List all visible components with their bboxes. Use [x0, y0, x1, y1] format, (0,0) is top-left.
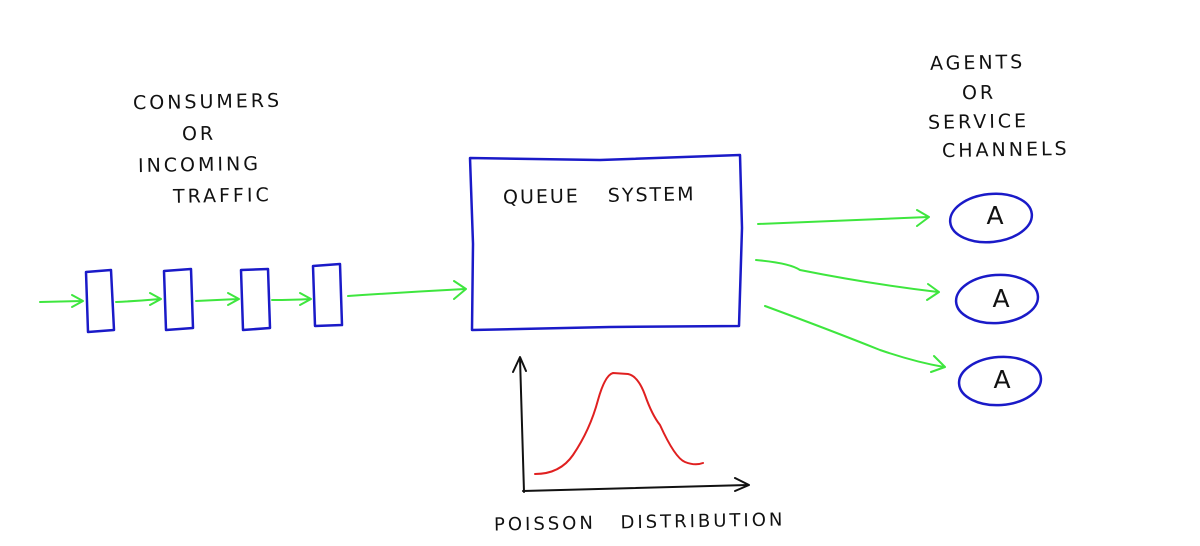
agent-1-letter: A: [986, 201, 1004, 230]
outgoing-arrow-1: [757, 209, 930, 227]
agents-label-line-1: AGENTS: [929, 51, 1026, 75]
incoming-arrow-3: [195, 292, 240, 306]
agent-2-letter: A: [992, 284, 1010, 313]
agent-3-letter: A: [993, 365, 1011, 394]
distribution-x-axis: [522, 477, 750, 492]
incoming-item-1: [84, 268, 116, 334]
agents: [948, 192, 1043, 407]
agents-label-line-2: OR: [961, 81, 997, 105]
agent-2-circle: [954, 273, 1040, 325]
outgoing-arrows: [755, 209, 946, 373]
consumers-label-line-3: INCOMING: [137, 152, 262, 178]
incoming-arrow-2: [115, 292, 162, 306]
queue-system-box: [468, 153, 744, 332]
queue-entry-arrow: [347, 280, 467, 300]
incoming-arrow-1: [39, 294, 84, 308]
poisson-distribution-sketch: [512, 356, 750, 493]
incoming-item-3: [239, 267, 272, 332]
incoming-item-2: [162, 267, 195, 332]
outgoing-arrow-2: [755, 259, 940, 301]
consumers-label-line-2: OR: [181, 122, 217, 146]
outgoing-arrow-3: [764, 305, 946, 373]
incoming-item-4: [311, 262, 344, 328]
agent-3-circle: [957, 355, 1043, 407]
incoming-traffic: [39, 262, 467, 334]
agents-label-line-3: SERVICE: [927, 110, 1030, 134]
queue-system-label: QUEUE SYSTEM: [502, 183, 696, 209]
incoming-arrow-4: [271, 292, 312, 306]
distribution-curve: [534, 372, 704, 475]
agents-label-line-4: CHANNELS: [941, 137, 1070, 163]
agent-1-circle: [948, 192, 1034, 244]
consumers-label-line-1: CONSUMERS: [132, 89, 283, 115]
distribution-y-axis: [512, 356, 527, 493]
consumers-label-line-4: TRAFFIC: [172, 184, 272, 208]
